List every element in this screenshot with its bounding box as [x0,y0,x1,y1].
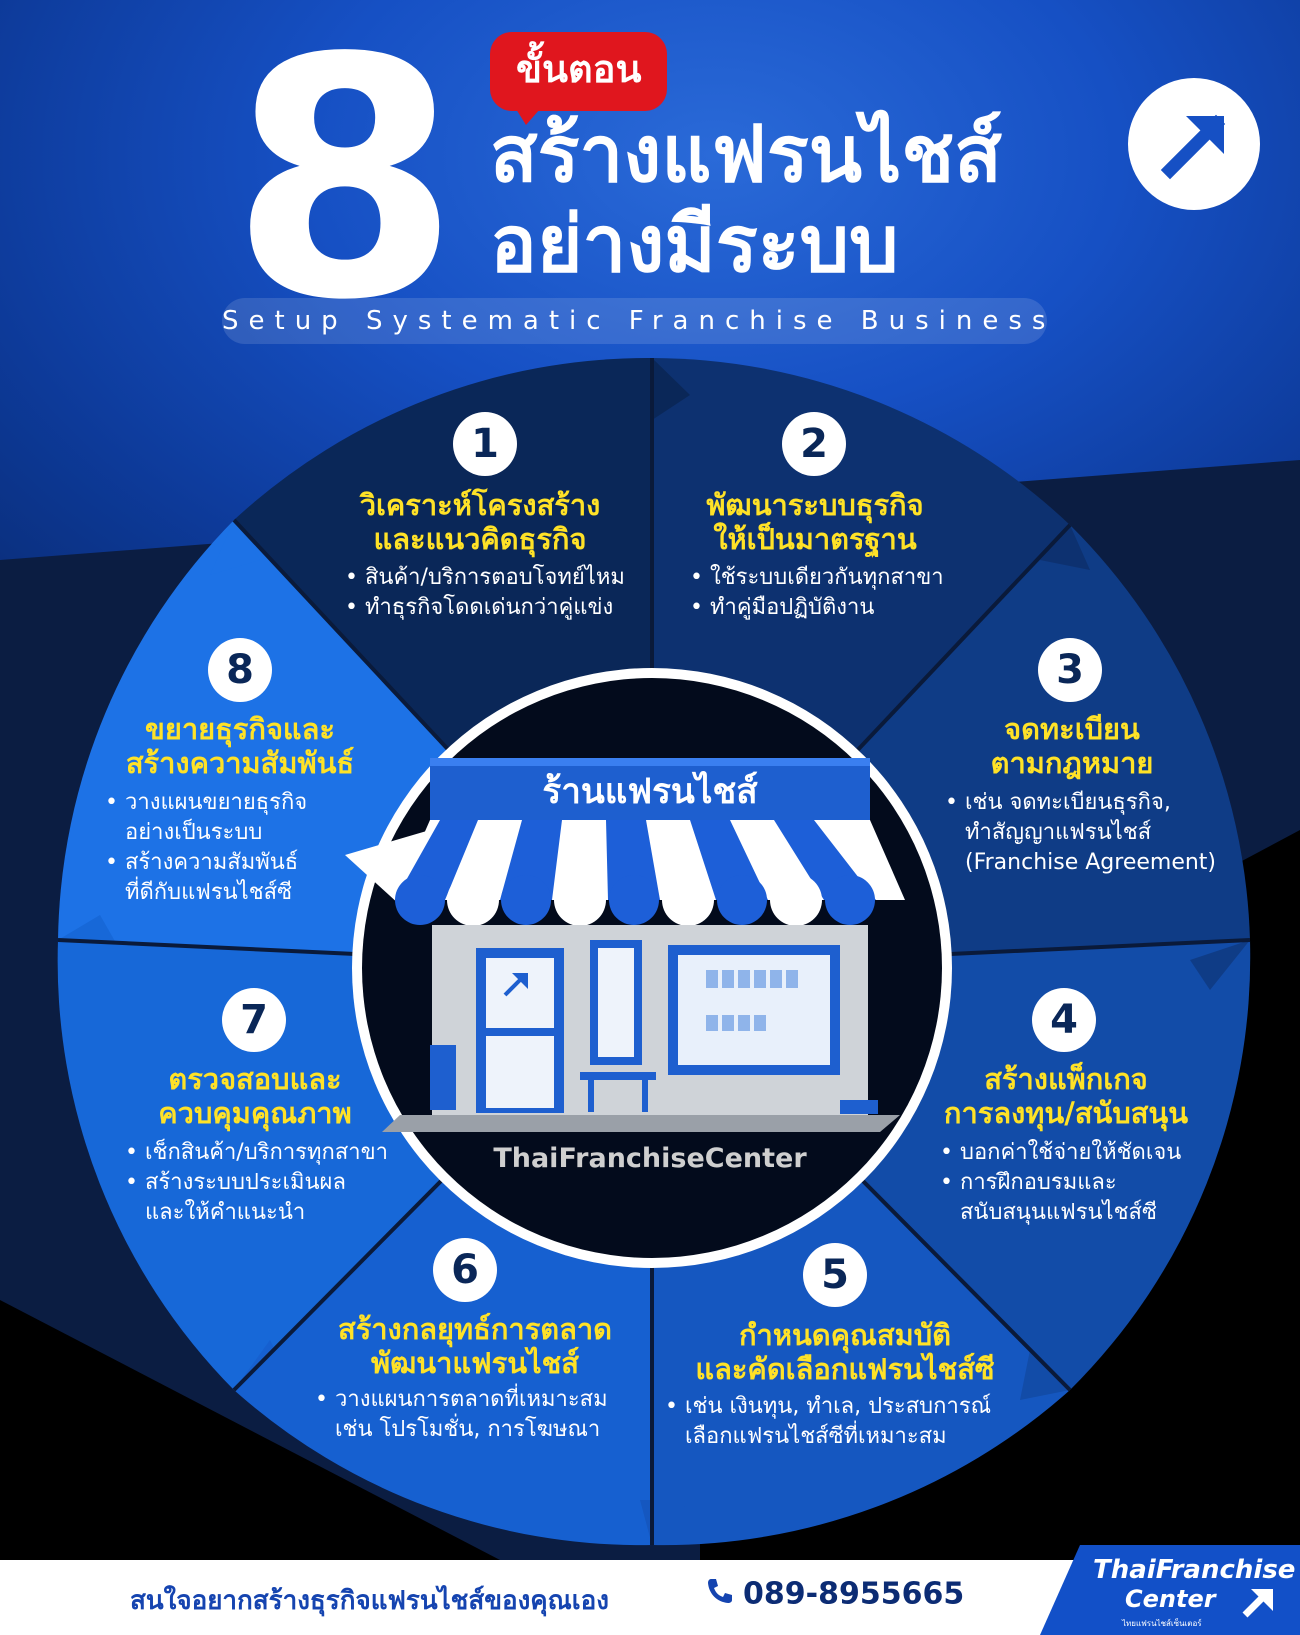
steps-badge: ขั้นตอน [490,32,668,125]
step-7-title: ตรวจสอบและ ควบคุมคุณภาพ [158,1062,352,1130]
step-5-bullets: เช่น เงินทุน, ทำเล, ประสบการณ์ เลือกแฟรน… [665,1392,991,1452]
cycle-arrow-icon [345,830,430,905]
step-8-bullets: วางแผนขยายธุรกิจ อย่างเป็นระบบ สร้างความ… [105,788,307,908]
step-4-bullets: บอกค่าใช้จ่ายให้ชัดเจน การฝึกอบรมและ สนั… [940,1138,1181,1228]
step-1-bullets: สินค้า/บริการตอบโจทย์ไหม ทำธุรกิจโดดเด่น… [345,563,625,623]
step-6-number: 6 [433,1238,497,1302]
watermark-text: ThaiFranchiseCenter [493,1143,807,1174]
step-5-number: 5 [803,1243,867,1307]
step-7-number: 7 [222,988,286,1052]
logo-text-line2: Center [1125,1585,1216,1613]
brand-logo [1040,1545,1300,1635]
phone-number: 089-8955665 [743,1576,965,1612]
main-title-line2: อย่างมีระบบ [490,200,899,290]
main-title-line1: สร้างแฟรนไชส์ [490,110,1002,200]
step-1-number: 1 [453,412,517,476]
step-2-title: พัฒนาระบบธุรกิจ ให้เป็นมาตรฐาน [706,488,924,556]
step-1-title: วิเคราะห์โครงสร้าง และแนวคิดธุรกิจ [359,488,601,556]
big-number: 8 [230,0,460,372]
logo-text-line1: ThaiFranchise [1093,1555,1296,1585]
step-2-number: 2 [782,412,846,476]
step-8-number: 8 [208,638,272,702]
phone-icon [705,1576,735,1614]
step-8-title: ขยายธุรกิจและ สร้างความสัมพันธ์ [125,712,355,780]
step-6-title: สร้างกลยุทธ์การตลาด พัฒนาแฟรนไชส์ [338,1312,612,1380]
step-3-title: จดทะเบียน ตามกฎหมาย [990,712,1154,780]
step-4-number: 4 [1032,988,1096,1052]
footer-phone[interactable]: 089-8955665 [705,1576,964,1614]
step-3-number: 3 [1038,638,1102,702]
shop-sign-text: ร้านแฟรนไชส์ [542,772,758,812]
step-3-bullets: เช่น จดทะเบียนธุรกิจ, ทำสัญญาแฟรนไชส์ (F… [945,788,1216,878]
footer-cta-text: สนใจอยากสร้างธุรกิจแฟรนไชส์ของคุณเอง [130,1586,609,1616]
step-2-bullets: ใช้ระบบเดียวกันทุกสาขา ทำคู่มือปฏิบัติงา… [690,563,944,623]
subtitle: Setup Systematic Franchise Business [222,298,1047,344]
step-4-title: สร้างแพ็กเกจ การลงทุน/สนับสนุน [943,1062,1189,1130]
logo-text-line3: ไทยแฟรนไชส์เซ็นเตอร์ [1122,1619,1202,1628]
step-6-bullets: วางแผนการตลาดที่เหมาะสม เช่น โปรโมชั่น, … [315,1385,608,1445]
step-7-bullets: เช็กสินค้า/บริการทุกสาขา สร้างระบบประเมิ… [125,1138,388,1228]
arrow-up-right-icon [1128,78,1260,210]
step-5-title: กำหนดคุณสมบัติ และคัดเลือกแฟรนไชส์ซี [695,1318,995,1386]
